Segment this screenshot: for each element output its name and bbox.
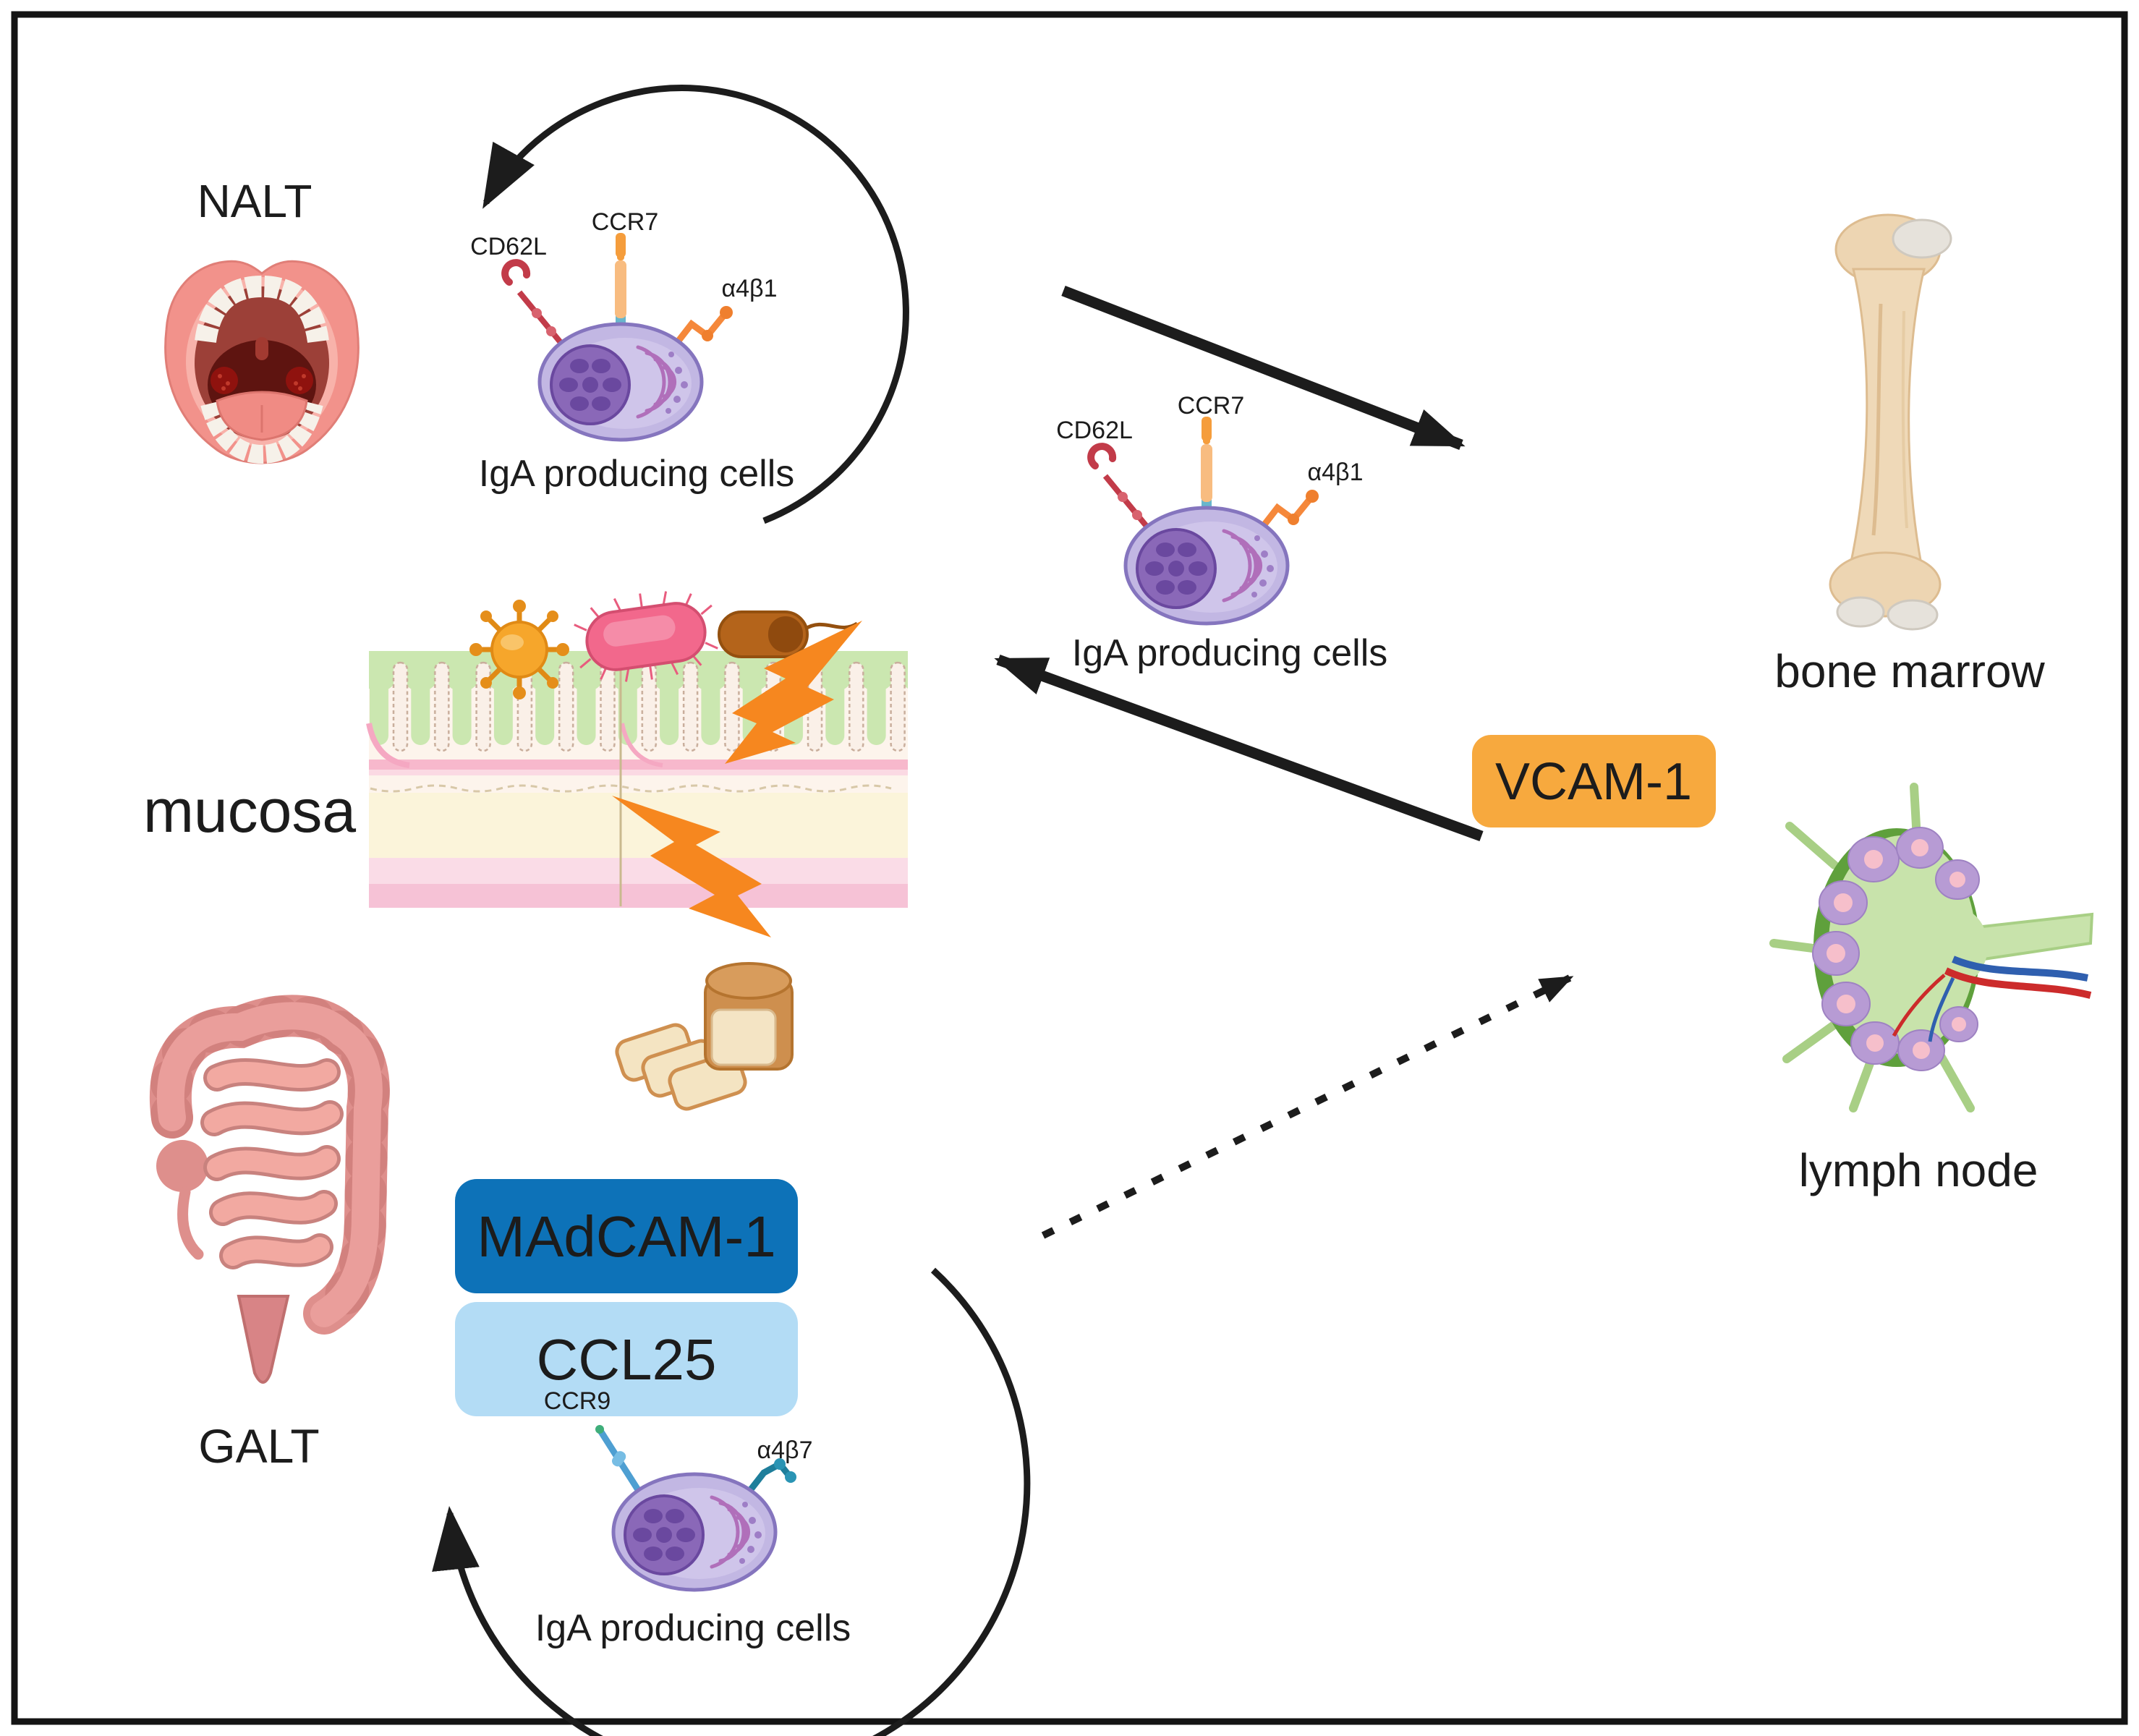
iga-caption-circulating: IgA producing cells	[1072, 632, 1388, 674]
iga-caption-nalt: IgA producing cells	[479, 453, 795, 495]
iga-cell-circulating	[1087, 417, 1319, 624]
iga-caption-galt: IgA producing cells	[535, 1607, 851, 1649]
bone-marrow-label: bone marrow	[1774, 645, 2045, 697]
vcam1-label: VCAM-1	[1495, 753, 1692, 811]
ccr7-receptor	[1201, 417, 1212, 508]
galt-recirculation-arrow	[432, 1267, 1031, 1736]
bacterium-brown-icon	[718, 610, 859, 658]
cd62l-label-circulating: CD62L	[1056, 417, 1133, 444]
intestine-illustration	[149, 995, 390, 1384]
iga-cell-galt	[595, 1425, 796, 1590]
a4b7-label-galt: α4β7	[757, 1437, 812, 1464]
lightning-bolt-lower	[612, 796, 771, 937]
madcam1-label: MAdCAM-1	[477, 1204, 775, 1269]
a4b1-label-nalt: α4β1	[721, 275, 777, 302]
a4b7-receptor	[740, 1458, 796, 1502]
cd62l-receptor	[501, 259, 569, 351]
mucosa-label: mucosa	[143, 777, 356, 845]
bone-illustration	[1829, 213, 1952, 631]
vcam1-box	[1472, 735, 1716, 827]
mouth-illustration	[164, 260, 360, 464]
tonsils	[211, 367, 313, 394]
lightning-bolt-upper	[725, 621, 862, 764]
ccl25-badge: CCL25	[455, 1302, 798, 1416]
ccr9-receptor	[595, 1425, 644, 1497]
arrow-to-bone-marrow	[1061, 286, 1466, 450]
ccr7-label-nalt: CCR7	[592, 208, 659, 236]
madcam1-box	[455, 1179, 798, 1293]
cd62l-receptor	[1087, 443, 1154, 535]
a4b1-receptor	[668, 306, 733, 354]
vcam1-badge: VCAM-1	[1472, 735, 1716, 827]
virus-icon	[469, 600, 569, 699]
nalt-label: NALT	[197, 175, 312, 227]
bread-icon	[615, 962, 794, 1111]
ccr9-label-galt: CCR9	[544, 1387, 611, 1415]
ccr7-receptor	[615, 233, 626, 324]
nalt-recirculation-arrow	[482, 85, 909, 524]
figure-border	[11, 11, 2128, 1725]
a4b1-label-circulating: α4β1	[1307, 459, 1363, 486]
ccr7-label-circulating: CCR7	[1178, 392, 1245, 420]
arrow-to-mucosa	[994, 654, 1484, 842]
lymph-node-label: lymph node	[1799, 1144, 2038, 1196]
ccl25-label: CCL25	[536, 1327, 716, 1392]
lymph-node-illustration	[1769, 783, 2094, 1112]
cd62l-label-nalt: CD62L	[470, 233, 547, 260]
iga-cell-nalt	[501, 233, 733, 440]
madcam1-badge: MAdCAM-1	[455, 1179, 798, 1293]
a4b1-receptor	[1254, 490, 1319, 537]
bacterium-pink-icon	[574, 591, 718, 682]
ccl25-box	[455, 1302, 798, 1416]
galt-label: GALT	[198, 1419, 319, 1473]
dashed-arrow-to-lymph-node	[1041, 974, 1574, 1239]
mucosa-epithelium-illustration	[366, 651, 908, 908]
